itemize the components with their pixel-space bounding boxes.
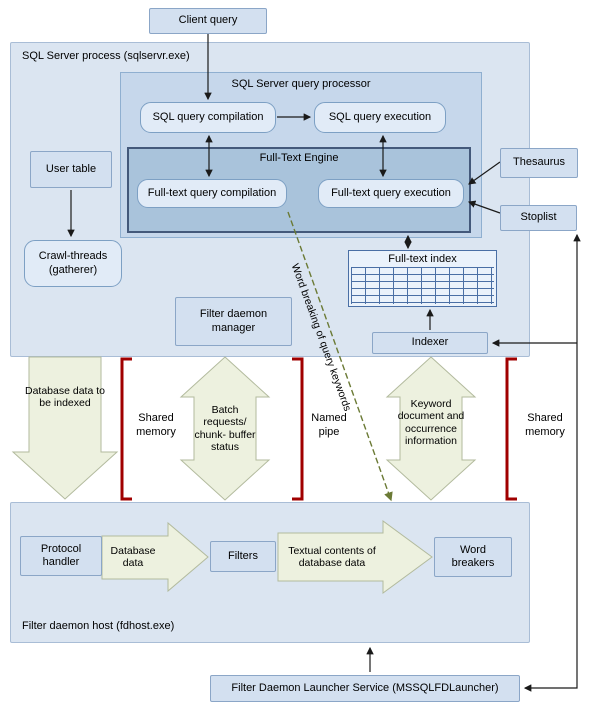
ft-query-execution-box: Full-text query execution: [318, 179, 464, 208]
filters-box: Filters: [210, 541, 276, 572]
protocol-handler-box: Protocol handler: [20, 536, 102, 576]
full-text-index-box: Full-text index: [348, 250, 497, 307]
database-data-to-be-indexed-label: Database data to be indexed: [25, 385, 105, 410]
crawl-threads-box: Crawl-threads (gatherer): [24, 240, 122, 287]
filter-daemon-launcher-box: Filter Daemon Launcher Service (MSSQLFDL…: [210, 675, 520, 702]
user-table-box: User table: [30, 151, 112, 188]
ft-query-compilation-box: Full-text query compilation: [137, 179, 287, 208]
stoplist-box: Stoplist: [500, 205, 577, 231]
launcher-stoplist-side-connector: [523, 233, 581, 692]
full-text-engine-label: Full-Text Engine: [259, 152, 339, 164]
keyword-document-label: Keyword document and occurrence informat…: [397, 398, 465, 448]
query-processor-label: SQL Server query processor: [231, 78, 371, 90]
indexer-box: Indexer: [372, 332, 488, 354]
boundary-bracket-right: [505, 357, 517, 501]
sql-server-process-label: SQL Server process (sqlservr.exe): [22, 50, 190, 62]
shared-memory-right-label: Shared memory: [525, 412, 565, 438]
database-data-flow-label: Database data: [110, 545, 156, 570]
filter-daemon-manager-box: Filter daemon manager: [175, 297, 292, 346]
filter-daemon-host-label: Filter daemon host (fdhost.exe): [22, 620, 175, 632]
named-pipe-label: Named pipe: [311, 412, 347, 438]
boundary-bracket-middle: [292, 357, 304, 501]
database-data-to-be-indexed-arrow-shape: [11, 356, 119, 500]
sql-query-execution-box: SQL query execution: [314, 102, 446, 133]
textual-contents-label: Textual contents of database data: [288, 545, 376, 570]
word-breakers-box: Word breakers: [434, 537, 512, 577]
full-text-index-label: Full-text index: [388, 253, 457, 265]
full-text-index-grid: [351, 267, 494, 304]
shared-memory-left-label: Shared memory: [136, 412, 176, 438]
sql-query-compilation-box: SQL query compilation: [140, 102, 276, 133]
batch-requests-label: Batch requests/ chunk- buffer status: [194, 404, 256, 454]
thesaurus-box: Thesaurus: [500, 148, 578, 178]
client-query-box: Client query: [149, 8, 267, 34]
